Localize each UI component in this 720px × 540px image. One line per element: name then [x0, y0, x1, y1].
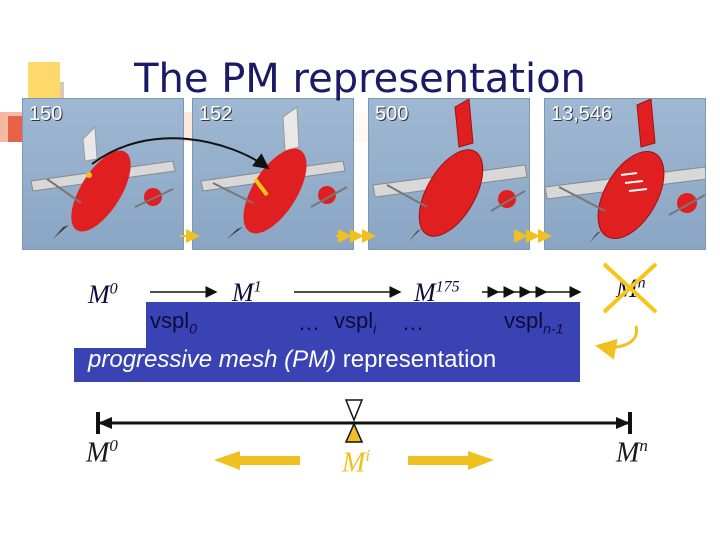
panel-label: 152 [199, 103, 233, 125]
return-curve-arrow [595, 325, 638, 360]
panel-label: 500 [375, 103, 409, 125]
airplane-image [372, 99, 528, 241]
mesh-label-m0: M0 [88, 280, 118, 309]
vsplit-band [146, 302, 580, 350]
slider-label-mn: Mn [616, 436, 648, 469]
mesh-panel-500: 500 [368, 98, 530, 250]
caption-band [74, 348, 580, 382]
mesh-label-m1: M1 [232, 278, 262, 307]
slider-label-m0: M0 [86, 436, 118, 469]
pm-caption-italic: progressive mesh (PM) [88, 346, 337, 373]
mesh-label-mn: Mn [616, 274, 646, 303]
vsplit-label-n-1: vspln-1 [504, 308, 564, 337]
mesh-panel-13546: 13,546 [544, 98, 706, 250]
vsplit-label-i: vspli [334, 308, 377, 337]
panel-label: 13,546 [551, 103, 613, 125]
lod-slider-handle [344, 399, 364, 443]
vsplit-ellipsis-right: … [402, 310, 424, 335]
mesh-label-m175: M175 [414, 278, 460, 307]
panel-label: 150 [29, 103, 63, 125]
vsplit-ellipsis-left: … [298, 310, 320, 335]
airplane-image [200, 106, 348, 239]
lod-slider-track [96, 412, 632, 434]
airplane-image [545, 99, 705, 243]
pm-caption: progressive mesh (PM) representation [88, 346, 496, 374]
title-decoration-square [28, 62, 60, 98]
mesh-panel-152: 152 [192, 98, 354, 250]
slide-title: The PM representation [134, 56, 586, 102]
mesh-panel-150: 150 [22, 98, 184, 250]
vsplit-label-0: vspl0 [150, 308, 197, 337]
slider-label-mi: Mi [342, 446, 371, 479]
pm-caption-plain: representation [342, 346, 497, 373]
